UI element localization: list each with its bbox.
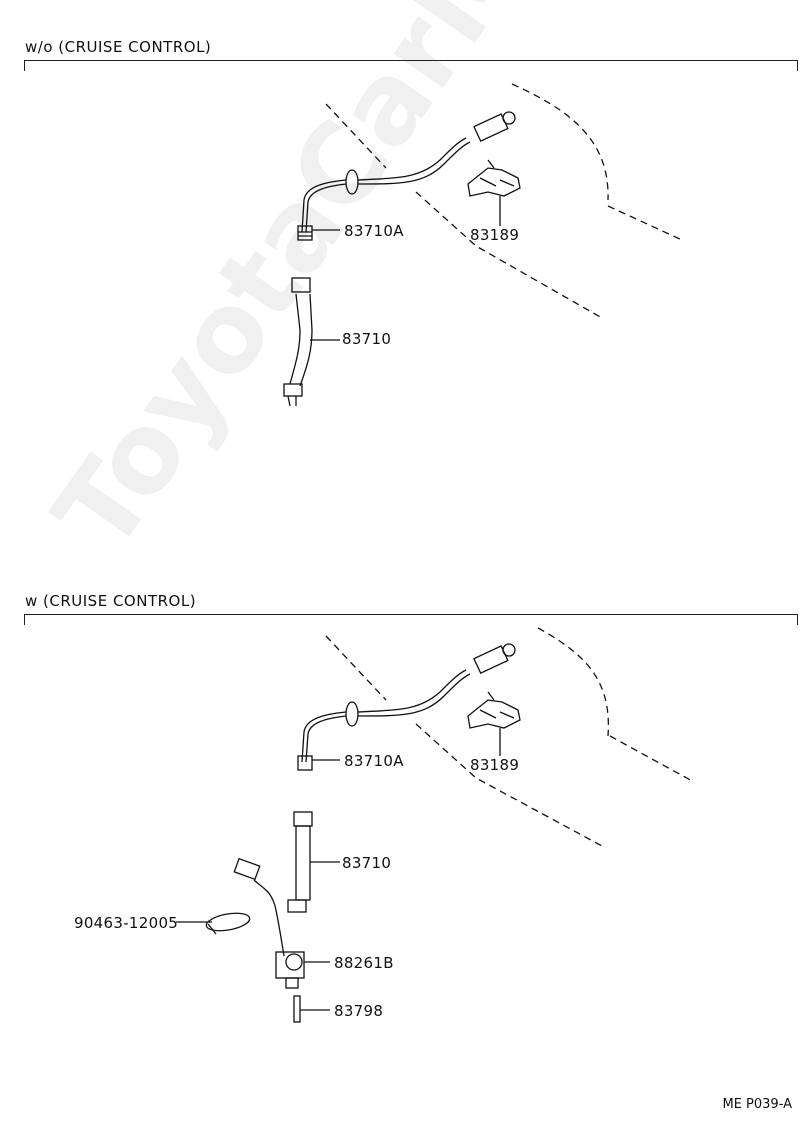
part-label-83710: 83710 [342,854,392,872]
upper-cable-83710A [297,111,516,241]
part-label-90463-12005: 90463-12005 [74,914,179,932]
part-label-83710: 83710 [342,330,392,348]
lower-cable-83710 [287,811,313,913]
speed-sensor-83189 [467,159,521,226]
part-label-83189: 83189 [470,756,520,774]
part-label-83710A: 83710A [344,752,404,770]
part-label-83710A: 83710A [344,222,404,240]
section-frame [24,60,798,71]
part-label-88261B: 88261B [334,954,394,972]
part-label-83798: 83798 [334,1002,384,1020]
section-title-without-cruise: w/o (CRUISE CONTROL) [25,38,212,56]
lower-cable-83710 [283,277,313,407]
pin-83798 [293,995,301,1023]
body-outline-dashed [325,83,683,319]
body-outline-dashed [325,627,695,847]
upper-cable-83710A [297,643,516,771]
section-title-with-cruise: w (CRUISE CONTROL) [25,592,197,610]
speed-sensor-83189 [467,691,521,756]
part-label-83189: 83189 [470,226,520,244]
sensor-unit-88261B [205,857,305,989]
section-frame [24,614,798,625]
page-code: ME P039-A [722,1097,792,1112]
